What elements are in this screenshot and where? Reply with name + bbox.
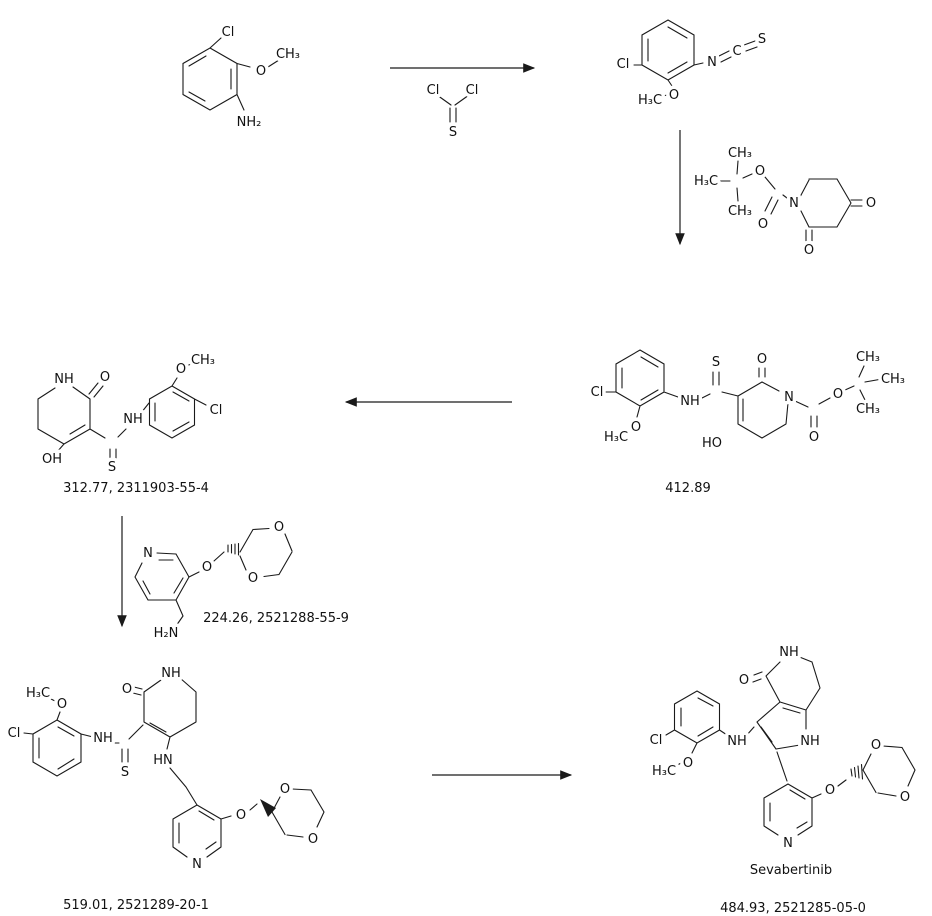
bond-skeleton [665,655,916,836]
atom-label: C [732,44,741,59]
atom-label: Cl [466,83,479,98]
atom-label: S [121,765,129,780]
atom-label: Cl [8,726,21,741]
atom-label: O [236,808,246,823]
atom-label: O [871,738,881,753]
atom-label: O [280,782,290,797]
atom-label: OH [42,452,62,467]
atom-label: O [809,430,819,445]
atom-label: O [274,520,284,535]
bond-skeleton [436,94,470,123]
caption-product-name: Sevabertinib [750,863,832,878]
reaction-arrows [117,63,685,780]
atom-label: CH₃ [276,47,300,62]
atom-label: O [122,682,132,697]
caption-intermediate-519: 519.01, 2521289-20-1 [63,898,209,913]
atom-label: NH [779,645,799,660]
atom-label: HN [153,753,173,768]
bond-skeleton [633,19,758,98]
atom-label: NH [800,734,820,749]
molecule-chloro-methoxyaniline: ClO CH₃ NH₂ [182,22,304,134]
atom-label: CH₃ [881,372,905,387]
atom-label: NH₂ [237,115,262,130]
atom-label: O [755,164,765,179]
molecule-intermediate-312: NH O S NH OH O CH₃ Cl [37,350,226,479]
bond-skeleton [134,527,293,627]
atom-label: O [739,673,749,688]
atom-label: O [669,88,679,103]
atom-label: CH₃ [856,350,880,365]
caption-intermediate-312: 312.77, 2311903-55-4 [63,481,209,496]
atom-label: O [202,560,212,575]
atom-label: H₃C [694,174,718,189]
atom-label: CH₃ [728,204,752,219]
atom-label: N [192,857,202,872]
atom-label: N [707,55,717,70]
atom-label: CH₃ [728,146,752,161]
molecule-amine-reagent-224: N O O O H₂N [134,517,293,645]
atom-label: CH₃ [856,402,880,417]
atom-label: O [758,217,768,232]
atom-label: H₃C [652,764,676,779]
atom-label: CH₃ [191,353,215,368]
atom-label: Cl [210,403,223,418]
atom-label: O [833,387,843,402]
atom-label: O [57,697,67,712]
atom-label: Cl [591,385,604,400]
atom-label: NH [161,666,181,681]
atom-label: N [789,196,799,211]
atom-label: O [256,64,266,79]
atom-label: Cl [427,83,440,98]
atom-label: NH [93,731,113,746]
bond-skeleton [605,349,883,439]
bond-skeleton [717,160,863,242]
caption-reagent-224: 224.26, 2521288-55-9 [203,611,349,626]
atom-label: O [100,370,110,385]
stereo-wedge-bond [260,799,276,817]
atom-label: S [449,125,457,140]
atom-label: Cl [617,57,630,72]
atom-label: N [143,546,153,561]
molecule-intermediate-519: H₃C O Cl NH S O NH HN O N O O [4,663,325,876]
atom-label: H₃C [604,430,628,445]
bond-skeleton [182,37,280,111]
atom-label: Cl [650,733,663,748]
atom-label: NH [680,394,700,409]
atom-label: O [176,362,186,377]
atom-label: H₃C [638,93,662,108]
atom-label: H₂N [154,626,179,641]
bond-skeleton [23,677,325,858]
atom-label: NH [54,372,74,387]
atom-label: S [108,460,116,475]
caption-product-484: 484.93, 2521285-05-0 [720,901,866,916]
atom-label: O [683,756,693,771]
atom-label: NH [727,734,747,749]
atom-label: NH [123,412,143,427]
atom-label: HO [702,436,722,451]
atom-label: S [758,32,766,47]
atom-label: N [784,390,794,405]
atom-label: O [866,196,876,211]
atom-label: O [900,790,910,805]
atom-label: O [757,352,767,367]
atom-label: O [631,420,641,435]
atom-label: O [248,571,258,586]
atom-label: Cl [222,25,235,40]
molecule-thiophosgene: Cl ClS [423,80,482,144]
atom-label: O [308,832,318,847]
bond-skeleton [37,362,207,461]
atom-label: O [804,243,814,258]
atom-label: S [712,355,720,370]
caption-intermediate-412: 412.89 [665,481,711,496]
atom-label: H₃C [26,686,50,701]
atom-label: N [783,836,793,851]
atom-label: O [825,783,835,798]
